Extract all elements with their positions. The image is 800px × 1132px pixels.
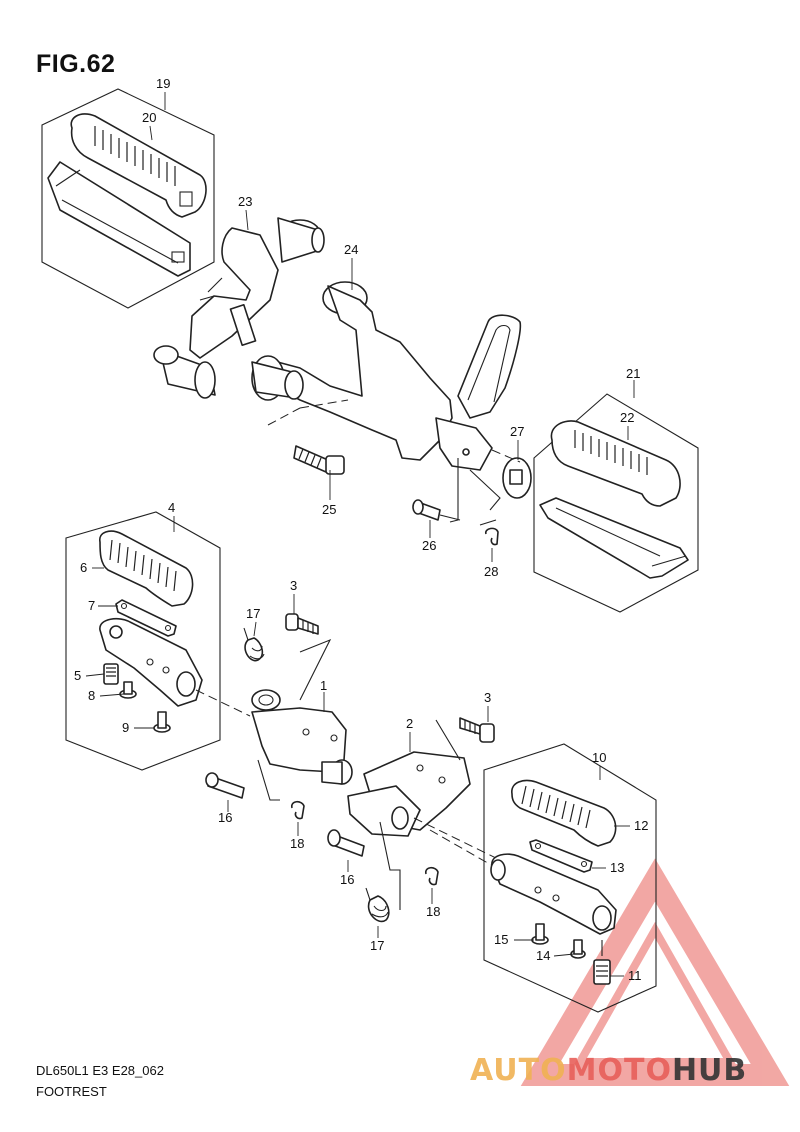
part-10-footrest-frame xyxy=(490,853,617,935)
part-13-plate xyxy=(529,839,593,873)
part-25-bolt xyxy=(293,445,345,475)
part-24-bracket xyxy=(251,281,522,471)
figure-title: FIG.62 xyxy=(36,50,116,78)
part-1-footrest-bracket xyxy=(251,689,353,785)
part-2-footrest-bracket xyxy=(347,751,471,837)
callout-15: 15 xyxy=(494,932,508,947)
callout-10: 10 xyxy=(592,750,606,765)
callout-19: 19 xyxy=(156,76,170,91)
callout-9: 9 xyxy=(122,720,129,735)
callout-3-lower: 3 xyxy=(484,690,491,705)
watermark-moto: MOTO xyxy=(567,1053,672,1088)
callout-20: 20 xyxy=(142,110,156,125)
part-26-pin xyxy=(412,499,441,521)
callout-24: 24 xyxy=(344,242,358,257)
part-12-footrest-rubber xyxy=(511,779,617,847)
callout-17-left: 17 xyxy=(246,606,260,621)
watermark-hub: HUB xyxy=(672,1053,747,1088)
dashed-assembly-lines-lower xyxy=(195,638,501,910)
part-28-clip xyxy=(485,527,499,546)
svg-text:AUTOMOTOHUB: AUTOMOTOHUB xyxy=(470,1053,747,1088)
callout-22: 22 xyxy=(620,410,634,425)
callout-27: 27 xyxy=(510,424,524,439)
callout-28: 28 xyxy=(484,564,498,579)
callout-11: 11 xyxy=(628,968,642,983)
part-9-bolt xyxy=(153,711,171,733)
part-20-footrest-rubber xyxy=(70,113,207,218)
part-4-footrest-frame xyxy=(99,617,203,707)
callout-7: 7 xyxy=(88,598,95,613)
part-14-bolt xyxy=(570,939,586,959)
callout-13: 13 xyxy=(610,860,624,875)
part-27-washer xyxy=(502,457,532,499)
part-18-clip-left xyxy=(291,800,305,820)
part-21-footrest-plate xyxy=(539,497,689,579)
callout-23: 23 xyxy=(238,194,252,209)
callout-21: 21 xyxy=(626,366,640,381)
part-22-footrest-rubber xyxy=(550,420,681,507)
callout-2: 2 xyxy=(406,716,413,731)
callout-16-left: 16 xyxy=(218,810,232,825)
callout-numbers: 19 20 23 24 21 22 27 25 26 28 4 6 7 5 8 … xyxy=(74,76,648,983)
callout-4: 4 xyxy=(168,500,175,515)
group-10-box xyxy=(483,743,657,1013)
callout-17-right: 17 xyxy=(370,938,384,953)
part-17-spring-left xyxy=(243,627,265,662)
callout-26: 26 xyxy=(422,538,436,553)
callout-18-right: 18 xyxy=(426,904,440,919)
part-16-pin-right xyxy=(327,829,365,857)
part-6-footrest-rubber xyxy=(99,530,194,607)
part-23-bracket xyxy=(153,217,325,399)
part-5-bolt xyxy=(103,663,119,685)
callout-18-left: 18 xyxy=(290,836,304,851)
callout-3-upper: 3 xyxy=(290,578,297,593)
section-name: FOOTREST xyxy=(36,1084,107,1099)
callout-25: 25 xyxy=(322,502,336,517)
watermark-auto: AUTO xyxy=(470,1053,567,1088)
part-7-plate xyxy=(115,599,177,637)
part-16-pin-left xyxy=(205,772,245,799)
callout-leaders xyxy=(85,92,635,977)
group-19-box xyxy=(41,88,215,309)
callout-1: 1 xyxy=(320,678,327,693)
callout-6: 6 xyxy=(80,560,87,575)
part-18-clip-right xyxy=(425,866,439,886)
callout-16-right: 16 xyxy=(340,872,354,887)
model-code: DL650L1 E3 E28_062 xyxy=(36,1063,164,1078)
part-15-bolt xyxy=(531,923,549,945)
callout-14: 14 xyxy=(536,948,550,963)
callout-8: 8 xyxy=(88,688,95,703)
group-4-box xyxy=(65,511,221,771)
part-19-footrest-plate xyxy=(47,161,191,277)
callout-5: 5 xyxy=(74,668,81,683)
part-11-bolt xyxy=(593,940,611,985)
part-17-spring-right xyxy=(365,887,390,923)
part-3-bolt-lower xyxy=(459,717,495,743)
part-3-bolt-upper xyxy=(285,613,319,635)
group-21-box xyxy=(533,393,699,613)
callout-12: 12 xyxy=(634,818,648,833)
dashed-assembly-lines-upper xyxy=(267,399,521,526)
part-8-bolt xyxy=(119,681,137,699)
watermark-text: AUTOMOTOHUB xyxy=(470,1053,747,1088)
